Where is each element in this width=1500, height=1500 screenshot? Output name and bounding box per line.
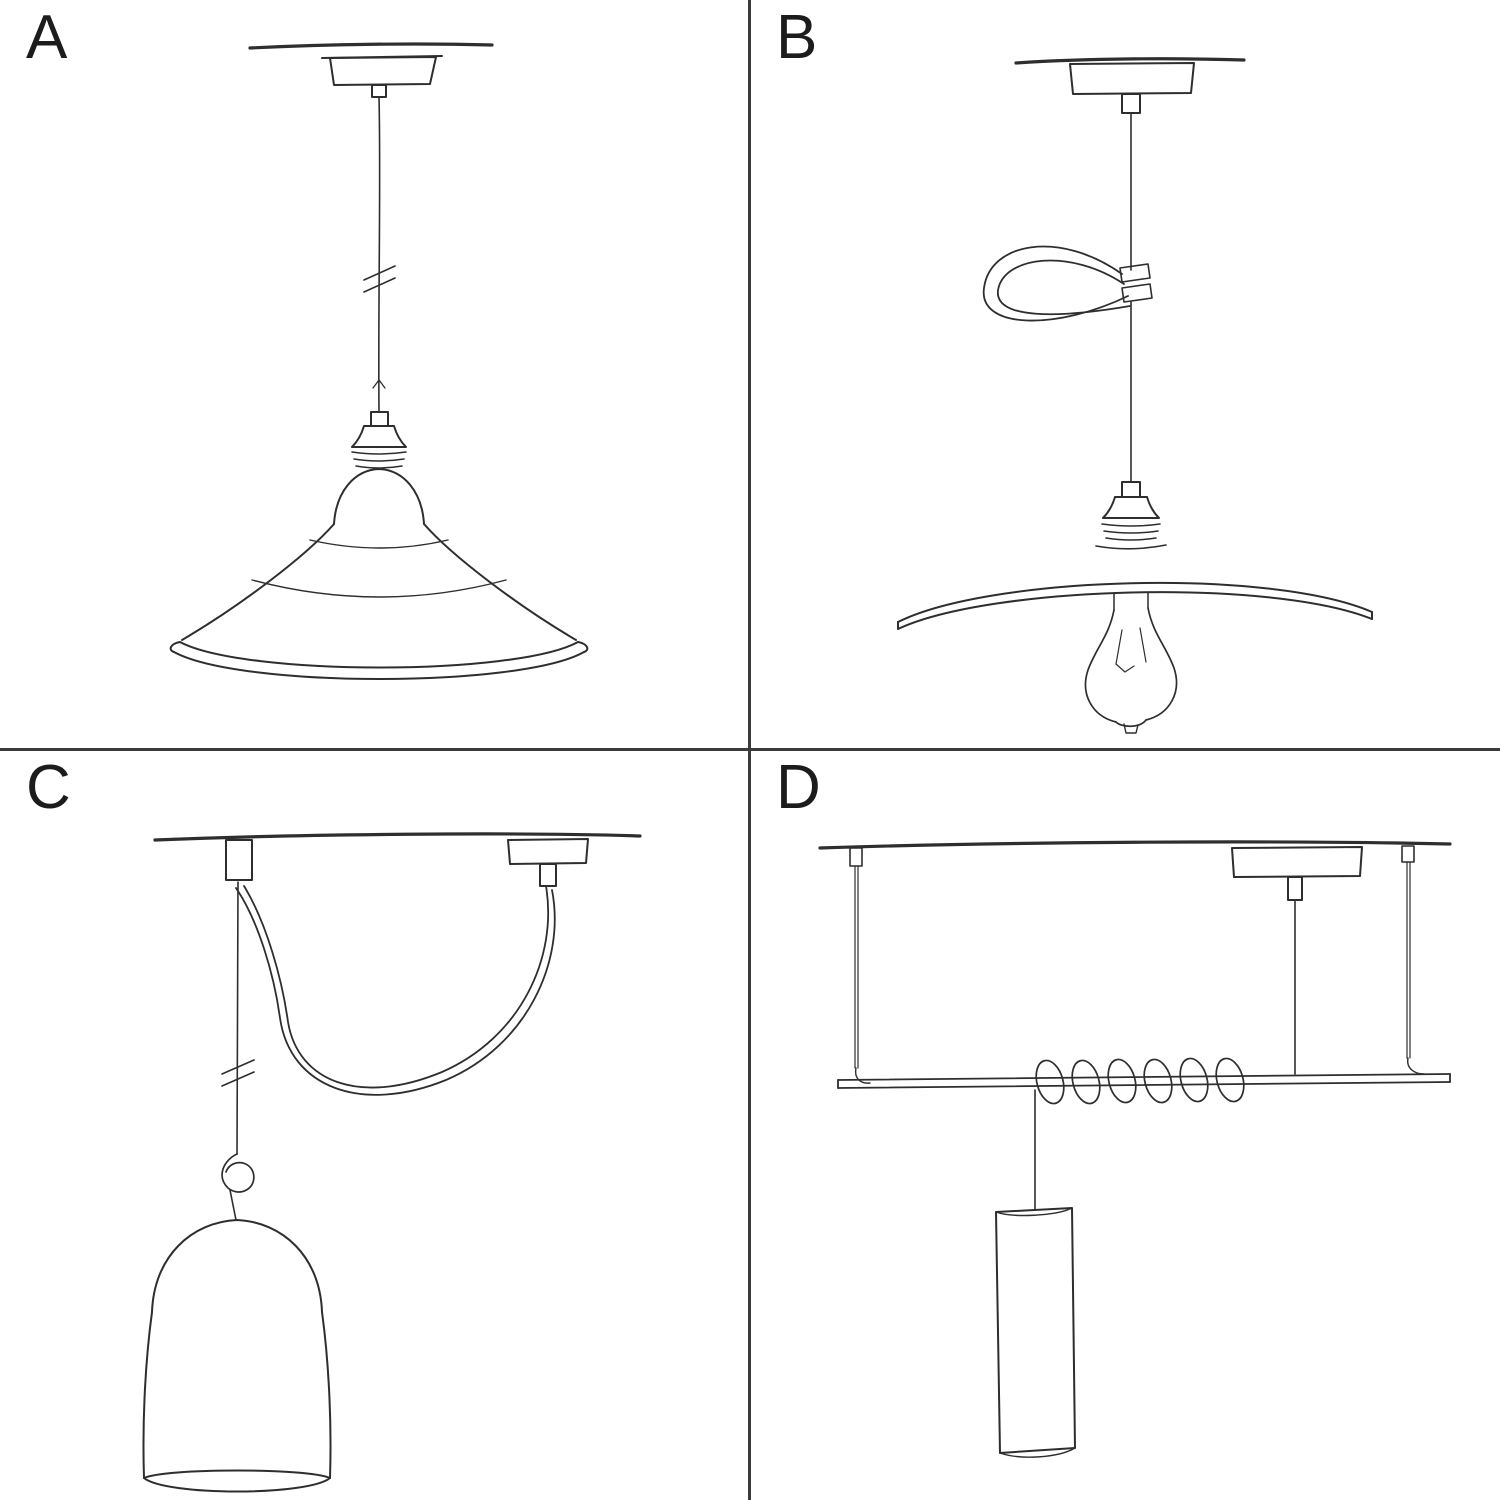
swag-pendant-bell-shade-drawing-icon bbox=[142, 832, 642, 1493]
ceiling-rose bbox=[1231, 846, 1363, 901]
panel-c-drawing-group bbox=[142, 832, 642, 1493]
cable-knot bbox=[221, 1153, 255, 1221]
coiled-cord bbox=[1035, 1057, 1245, 1105]
ceiling-line bbox=[1014, 57, 1246, 65]
pendant-cable bbox=[363, 96, 396, 413]
ceiling-rose bbox=[507, 838, 589, 887]
panel-c-label: C bbox=[26, 753, 72, 822]
ceiling-rose bbox=[321, 55, 443, 98]
suspended-bar-tube-pendant-drawing-icon bbox=[818, 840, 1452, 1458]
panel-b-drawing-group bbox=[897, 57, 1373, 734]
lamp-holder bbox=[351, 411, 407, 469]
bowl-shade bbox=[169, 468, 589, 680]
left-suspension-wire bbox=[849, 847, 871, 1084]
pendant-cable bbox=[221, 881, 255, 1155]
ceiling-line bbox=[248, 42, 494, 50]
cable-loop-tie bbox=[983, 245, 1153, 322]
tube-pendant bbox=[995, 1207, 1076, 1458]
panel-a-label: A bbox=[26, 3, 69, 72]
horizontal-divider bbox=[0, 748, 1500, 751]
lamp-holder bbox=[1095, 481, 1167, 550]
swag-cable bbox=[235, 885, 556, 1096]
bell-shade bbox=[142, 1219, 332, 1493]
panel-a-drawing-group bbox=[169, 42, 589, 680]
flat-plate-shade bbox=[897, 581, 1373, 630]
pendant-bowl-shade-drawing-icon bbox=[169, 42, 589, 680]
ceiling-line bbox=[818, 840, 1452, 850]
panel-a: A bbox=[0, 0, 750, 750]
ceiling-rose bbox=[1069, 62, 1195, 114]
panel-d-label: D bbox=[776, 753, 822, 822]
panel-b: B bbox=[750, 0, 1500, 750]
panel-d-drawing-group bbox=[818, 840, 1452, 1458]
panel-b-label: B bbox=[776, 3, 819, 72]
panel-d: D bbox=[750, 750, 1500, 1500]
right-suspension-wire bbox=[1401, 845, 1425, 1075]
ceiling-line bbox=[153, 832, 642, 842]
panel-c: C bbox=[0, 750, 750, 1500]
light-bulb bbox=[1084, 591, 1178, 734]
swag-hook bbox=[225, 839, 253, 881]
pendant-flat-shade-bulb-drawing-icon bbox=[897, 57, 1373, 734]
